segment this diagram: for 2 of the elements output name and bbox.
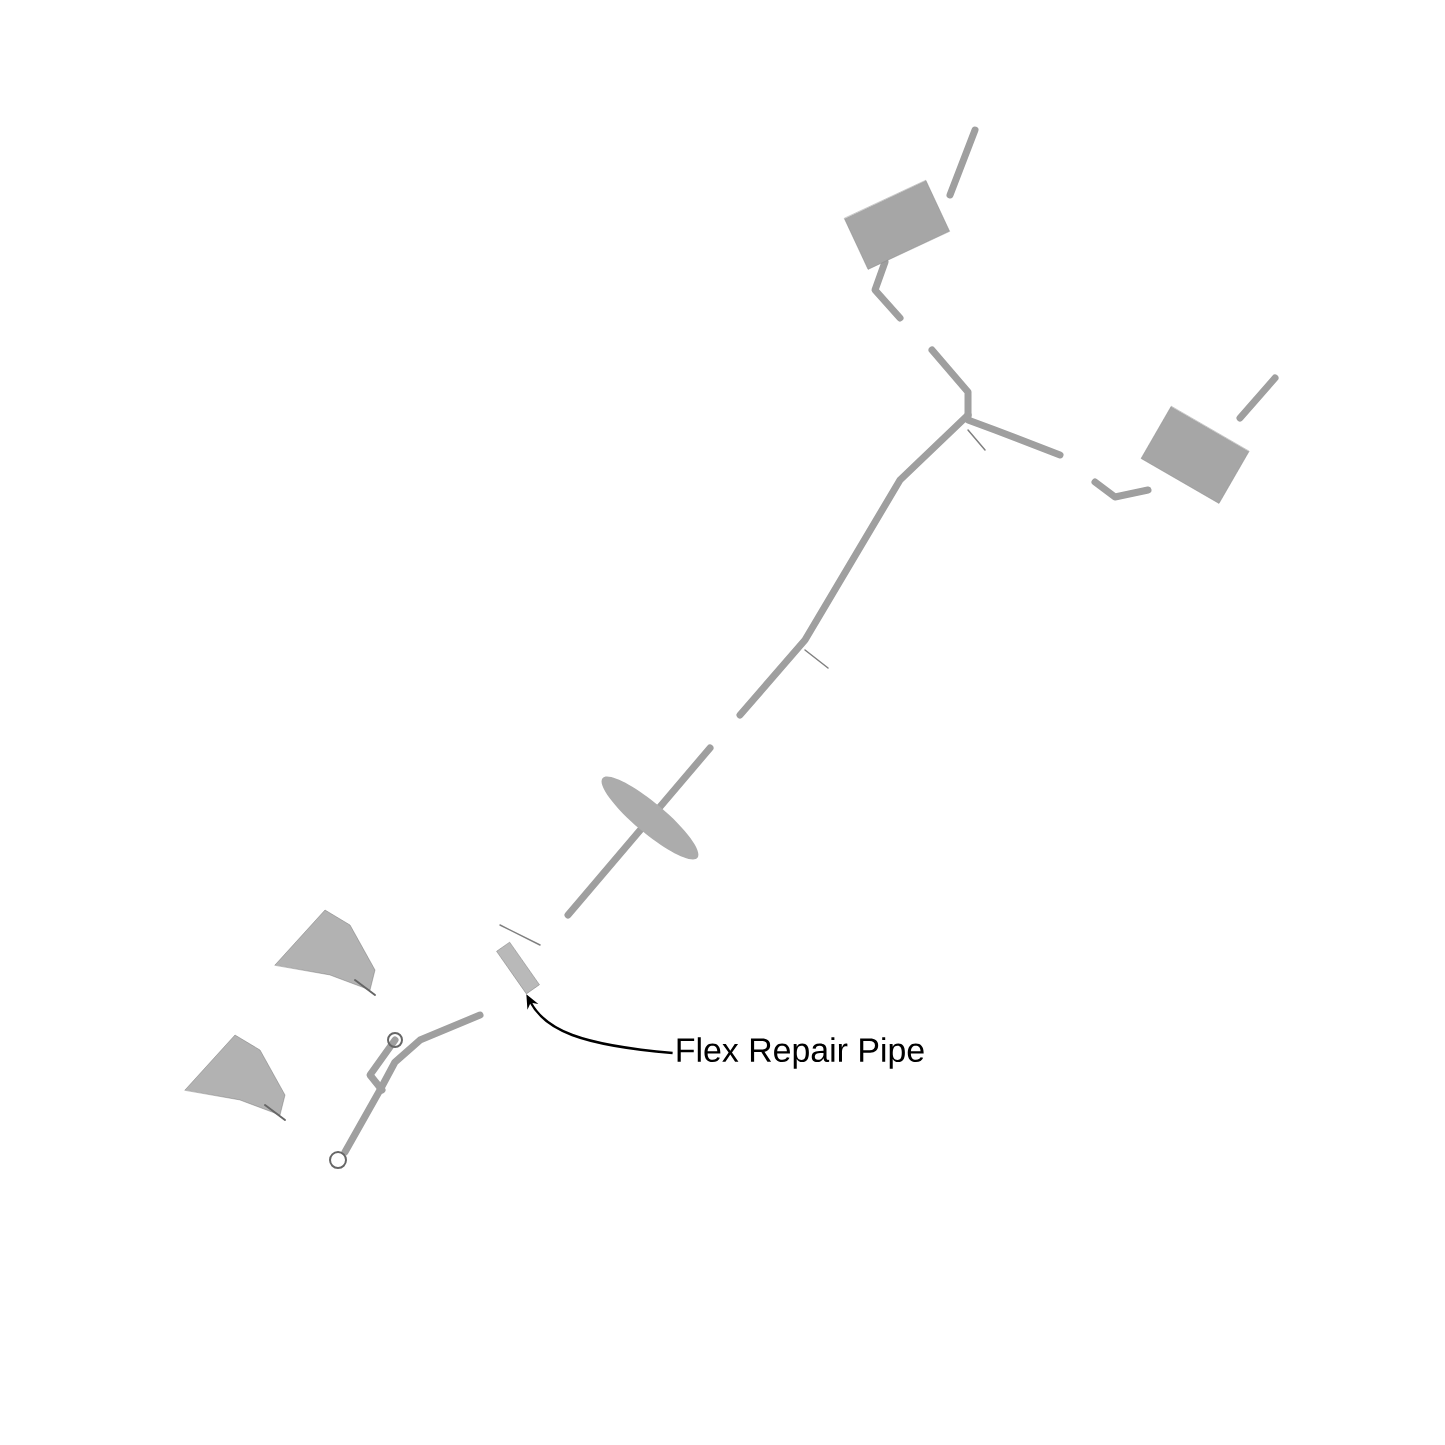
flex-pipe [496, 941, 540, 995]
callout-label: Flex Repair Pipe [677, 1037, 924, 1069]
